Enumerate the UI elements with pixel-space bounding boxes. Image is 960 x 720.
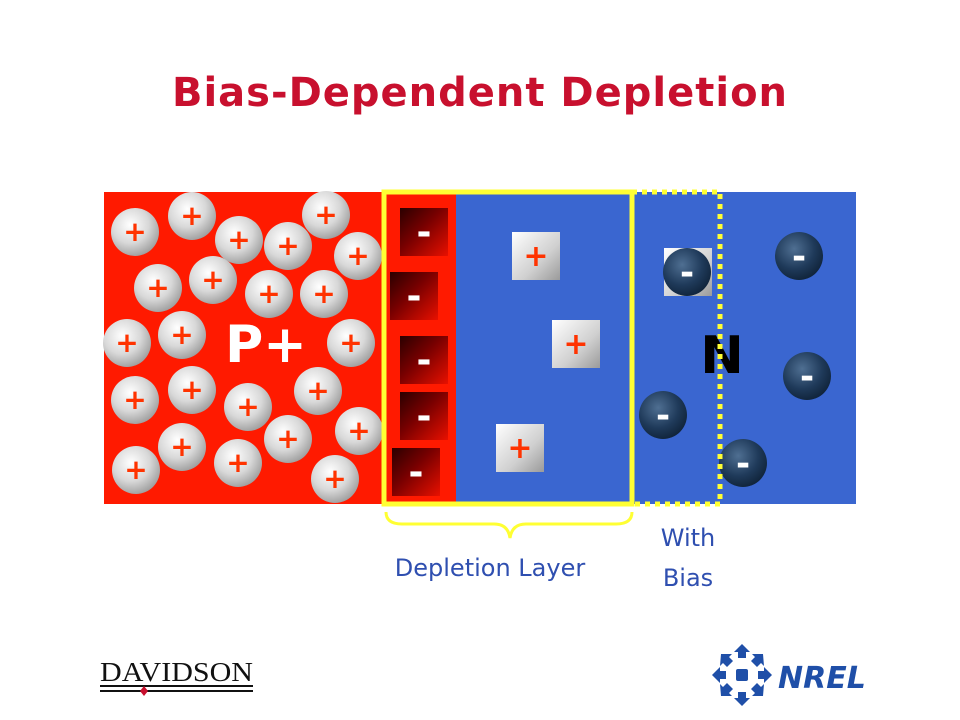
svg-text:+: + (201, 263, 224, 296)
svg-text:+: + (257, 277, 280, 310)
hole: + (112, 446, 160, 494)
svg-text:+: + (115, 326, 138, 359)
svg-text:+: + (170, 430, 193, 463)
svg-text:+: + (347, 414, 370, 447)
depletion-brace (384, 511, 634, 539)
hole: + (245, 270, 293, 318)
electron: - (719, 439, 767, 487)
svg-text:+: + (276, 422, 299, 455)
hole: + (264, 222, 312, 270)
svg-text:+: + (170, 318, 193, 351)
hole: + (189, 256, 237, 304)
svg-text:-: - (680, 253, 694, 293)
hole: + (111, 208, 159, 256)
hole: + (335, 407, 383, 455)
hole: + (168, 192, 216, 240)
electron: - (775, 232, 823, 280)
svg-text:+: + (323, 462, 346, 495)
hole: + (103, 319, 151, 367)
hole: + (134, 264, 182, 312)
svg-text:-: - (792, 237, 806, 277)
svg-text:-: - (736, 444, 750, 484)
acceptor-ion: - (400, 392, 448, 440)
svg-text:+: + (123, 383, 146, 416)
with-bias-label-line2: Bias (662, 564, 714, 592)
acceptor-ion: - (400, 208, 448, 256)
hole: + (111, 376, 159, 424)
acceptor-ion: - (392, 448, 440, 496)
svg-text:-: - (407, 276, 422, 317)
hole: + (327, 319, 375, 367)
with-bias-boundary (632, 189, 723, 507)
svg-text:-: - (417, 396, 432, 437)
hole: + (300, 270, 348, 318)
free-electrons: - - - - - (639, 232, 831, 487)
svg-text:+: + (312, 277, 335, 310)
hole: + (158, 423, 206, 471)
nrel-emblem-icon (712, 644, 772, 706)
svg-text:+: + (276, 229, 299, 262)
ionized-donors: + + + (496, 232, 600, 472)
svg-text:+: + (523, 239, 548, 274)
nrel-logo: NREL (712, 640, 872, 710)
svg-text:+: + (507, 431, 532, 466)
p-region-label: P+ (225, 315, 307, 375)
hole: + (215, 216, 263, 264)
depletion-layer-border (381, 189, 635, 507)
svg-text:+: + (180, 373, 203, 406)
acceptor-ion: - (400, 336, 448, 384)
donor-ion: + (496, 424, 544, 472)
svg-text:+: + (146, 271, 169, 304)
electron: - (783, 352, 831, 400)
svg-text:+: + (306, 374, 329, 407)
svg-text:+: + (180, 199, 203, 232)
electron: - (663, 248, 711, 296)
svg-text:+: + (236, 390, 259, 423)
svg-text:+: + (339, 326, 362, 359)
svg-text:NREL: NREL (778, 661, 866, 696)
svg-text:-: - (409, 452, 424, 493)
svg-text:+: + (124, 453, 147, 486)
with-bias-label-line1: With (660, 524, 716, 552)
ionized-acceptors: - - - - - (390, 208, 448, 496)
hole: + (158, 311, 206, 359)
donor-ion: + (552, 320, 600, 368)
svg-text:+: + (314, 198, 337, 231)
svg-text:-: - (656, 396, 670, 436)
hole: + (311, 455, 359, 503)
hole: + (224, 383, 272, 431)
page-title: Bias-Dependent Depletion (171, 70, 789, 116)
electron: - (639, 391, 687, 439)
svg-text:+: + (123, 215, 146, 248)
svg-text:+: + (227, 223, 250, 256)
svg-text:DAVIDSON: DAVIDSON (100, 657, 253, 687)
donor-ion: + (512, 232, 560, 280)
svg-text:+: + (563, 327, 588, 362)
acceptor-ion: - (390, 272, 438, 320)
svg-text:-: - (800, 357, 814, 397)
depletion-layer-label: Depletion Layer (394, 554, 586, 582)
hole: + (334, 232, 382, 280)
svg-text:+: + (226, 446, 249, 479)
hole: + (294, 367, 342, 415)
svg-text:-: - (417, 212, 432, 253)
davidson-logo: DAVIDSON (100, 655, 255, 700)
hole: + (214, 439, 262, 487)
hole: + (168, 366, 216, 414)
p-region-holes: + + + + + + + + + + + + + + + + + + + + … (103, 191, 383, 503)
hole: + (264, 415, 312, 463)
svg-text:+: + (346, 239, 369, 272)
hole: + (302, 191, 350, 239)
svg-text:-: - (417, 340, 432, 381)
